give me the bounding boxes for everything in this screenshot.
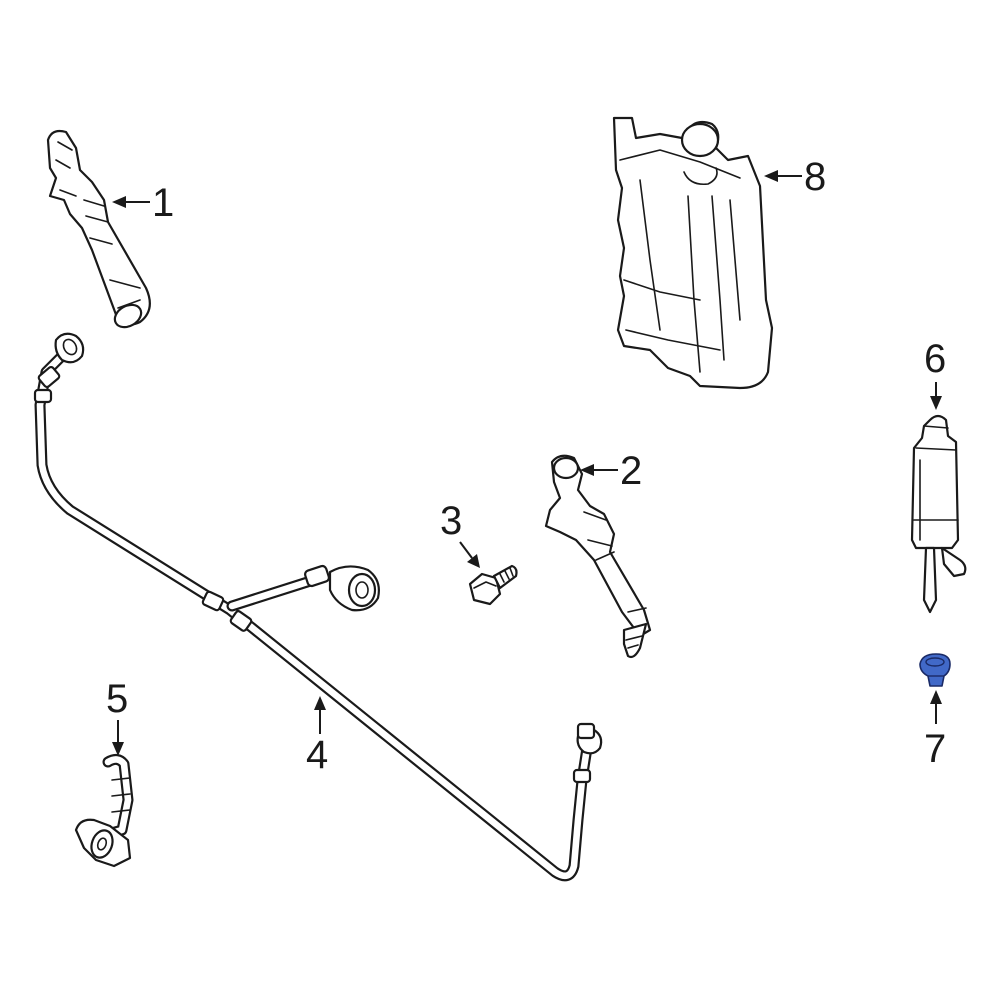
callout-4[interactable]: 4 — [306, 696, 328, 777]
callout-label-7: 7 — [924, 727, 946, 771]
callout-6[interactable]: 6 — [924, 337, 946, 410]
callout-label-2: 2 — [620, 449, 642, 493]
part-3-bolt[interactable] — [468, 564, 518, 606]
part-4-washer-hose[interactable] — [33, 332, 603, 882]
callout-label-8: 8 — [804, 155, 826, 199]
callout-7[interactable]: 7 — [924, 690, 946, 771]
callout-label-5: 5 — [106, 677, 128, 721]
callout-label-6: 6 — [924, 337, 946, 381]
callout-3[interactable]: 3 — [440, 499, 480, 568]
part-8-reservoir[interactable] — [612, 116, 774, 390]
callout-label-4: 4 — [306, 733, 328, 777]
callout-label-1: 1 — [152, 181, 174, 225]
callout-2[interactable]: 2 — [580, 449, 642, 493]
part-7-grommet[interactable] — [919, 653, 951, 687]
callout-8[interactable]: 8 — [764, 155, 826, 199]
callout-label-3: 3 — [440, 499, 462, 543]
callout-5[interactable]: 5 — [106, 677, 128, 756]
callout-1[interactable]: 1 — [112, 181, 174, 225]
part-5-hose-connector[interactable] — [74, 753, 134, 868]
part-6-washer-pump[interactable] — [910, 414, 967, 614]
part-1-nozzle[interactable] — [46, 129, 151, 332]
part-2-nozzle[interactable] — [544, 454, 652, 659]
